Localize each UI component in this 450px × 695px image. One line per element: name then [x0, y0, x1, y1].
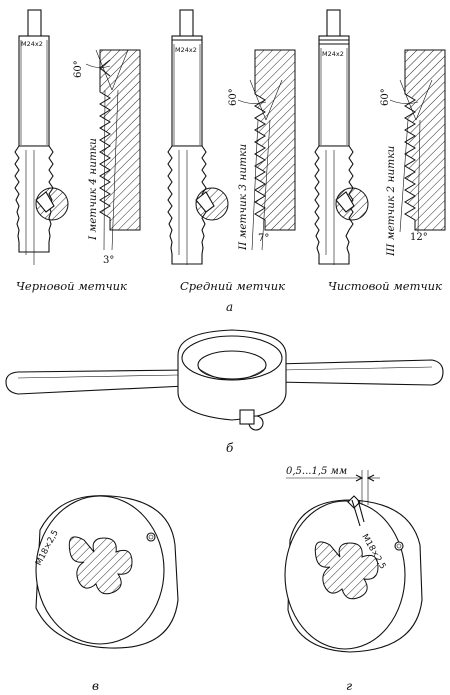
tap-rough-caption: Черновой метчик	[16, 279, 127, 293]
tap-finish-profile-angle: 60°	[380, 88, 391, 106]
slit-dimension-label: 0,5...1,5 мм	[286, 466, 347, 477]
tap-middle: M24x2	[167, 9, 229, 265]
die-stock	[5, 329, 444, 431]
tap-finish-caption: Чистовой метчик	[328, 279, 442, 293]
tap-middle-caption: Средний метчик	[180, 279, 285, 293]
tap-rough-profile-angle: 60°	[73, 60, 84, 78]
tap-middle-profile-angle: 60°	[228, 88, 239, 106]
figure-label-a: а	[226, 300, 233, 314]
tap-rough-side-label: I метчик 4 нитки	[87, 138, 99, 241]
tap-finish-side-label: III метчик 2 нитки	[385, 146, 397, 257]
tap-rough-taper-angle: 3°	[103, 255, 114, 266]
tap-finish: M24x2	[314, 9, 369, 265]
tap-rough-marking: M24x2	[21, 40, 43, 48]
tap-rough: M24x2	[14, 9, 69, 265]
slit-dimension: 0,5...1,5 мм	[286, 466, 380, 505]
tap-finish-profile: 60° 12° III метчик 2 нитки	[380, 49, 446, 257]
tap-middle-side-label: II метчик 3 нитки	[237, 144, 249, 251]
figure-label-g: г	[346, 679, 352, 693]
tap-rough-profile: 60° 3° I метчик 4 нитки	[73, 49, 141, 266]
round-die-left: M18×2,5	[34, 495, 179, 649]
tap-middle-profile: 60° 7° II метчик 3 нитки	[228, 49, 296, 251]
die-stock-left-handle	[5, 369, 191, 395]
tap-middle-taper-angle: 7°	[258, 233, 269, 244]
figure-label-v: в	[92, 679, 99, 693]
figure-label-b: б	[226, 441, 234, 455]
tap-finish-marking: M24x2	[322, 50, 344, 58]
tap-middle-marking: M24x2	[175, 46, 197, 54]
tap-rough-shank	[27, 9, 42, 39]
tap-finish-taper-angle: 12°	[410, 232, 428, 243]
round-die-right: M18×2,5	[284, 495, 423, 653]
die-stock-right-handle	[274, 359, 444, 386]
